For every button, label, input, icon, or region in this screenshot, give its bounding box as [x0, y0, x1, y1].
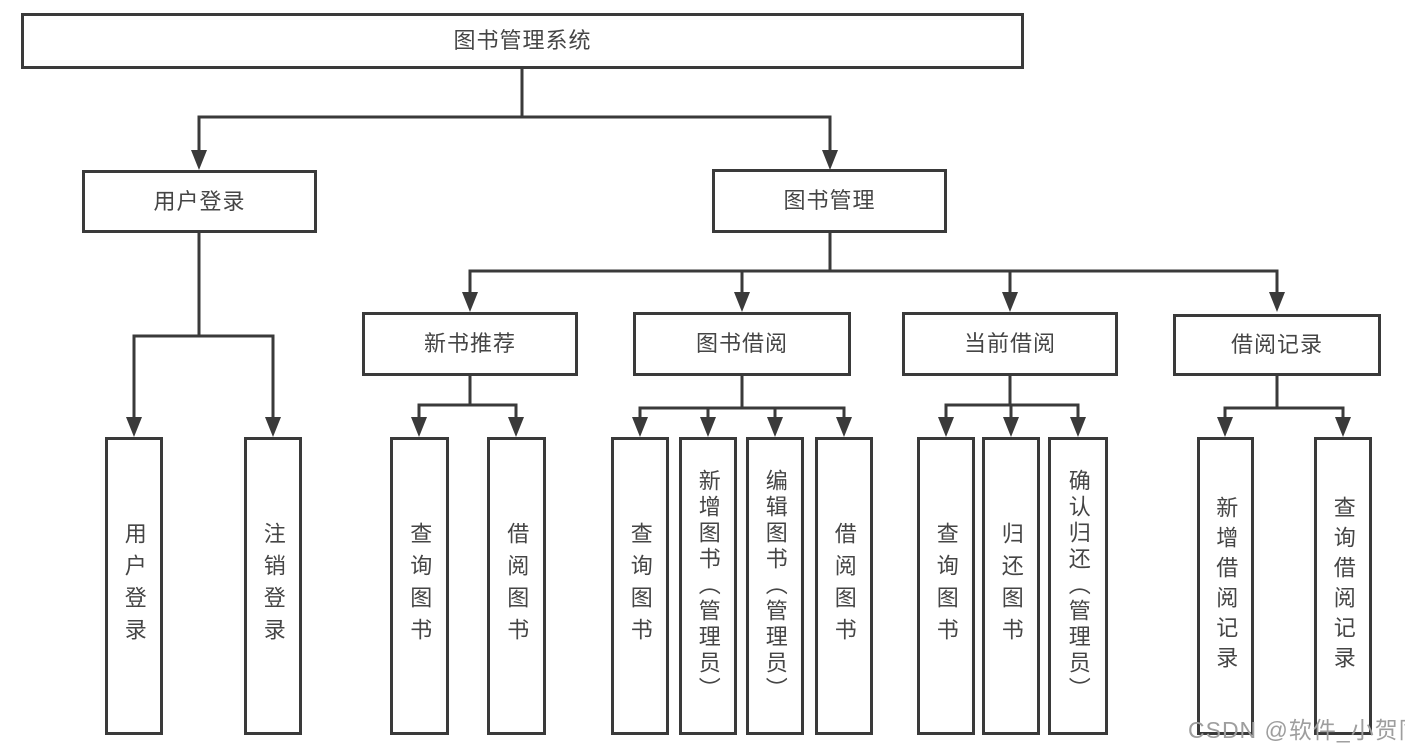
arrowhead-icon — [1335, 417, 1351, 437]
node-label: 查询借阅记录 — [1330, 496, 1356, 676]
node-user-login: 用户登录 — [105, 437, 163, 735]
node-label: 查询图书 — [933, 522, 959, 650]
node-label: 用户登录 — [153, 188, 246, 214]
connector-current-borrow — [944, 374, 1080, 407]
connector-user-login-group — [132, 231, 275, 338]
arrowhead-icon — [462, 292, 478, 312]
node-query-books-1: 查询图书 — [390, 437, 449, 735]
connector-system-root — [197, 67, 832, 119]
node-label: 图书管理 — [783, 188, 876, 214]
node-label: 新增借阅记录 — [1213, 496, 1239, 676]
node-query-books-2: 查询图书 — [611, 437, 669, 735]
node-system-root: 图书管理系统 — [21, 13, 1024, 69]
node-return-books: 归还图书 — [982, 437, 1040, 735]
node-confirm-return-admin: 确认归还（管理员） — [1048, 437, 1108, 735]
node-label: 归还图书 — [998, 522, 1024, 650]
node-label: 借阅记录 — [1230, 332, 1323, 358]
node-borrow-records: 借阅记录 — [1173, 314, 1381, 376]
node-label: 借阅图书 — [504, 522, 530, 650]
node-new-book-recommend: 新书推荐 — [362, 312, 578, 376]
node-label: 查询图书 — [407, 522, 433, 650]
node-user-login-group: 用户登录 — [82, 170, 317, 233]
arrowhead-icon — [836, 417, 852, 437]
arrowhead-icon — [411, 417, 427, 437]
node-book-borrow: 图书借阅 — [633, 312, 851, 376]
node-label: 新书推荐 — [423, 331, 516, 357]
arrowhead-icon — [191, 150, 207, 170]
node-label: 当前借阅 — [963, 331, 1056, 357]
connector-borrow-records — [1223, 374, 1345, 410]
node-label: 用户登录 — [121, 522, 147, 650]
connector-book-management — [468, 231, 1279, 273]
arrowhead-icon — [632, 417, 648, 437]
arrowhead-icon — [508, 417, 524, 437]
connector-book-borrow — [638, 374, 846, 410]
node-label: 编辑图书（管理员） — [762, 469, 788, 703]
arrowhead-icon — [126, 417, 142, 437]
node-query-borrow-record: 查询借阅记录 — [1314, 437, 1372, 735]
node-label: 图书借阅 — [695, 331, 788, 357]
arrowhead-icon — [767, 417, 783, 437]
node-label: 借阅图书 — [831, 522, 857, 650]
node-book-management: 图书管理 — [712, 169, 947, 233]
arrowhead-icon — [1217, 417, 1233, 437]
node-add-books-admin: 新增图书（管理员） — [679, 437, 737, 735]
node-logout: 注销登录 — [244, 437, 302, 735]
arrowhead-icon — [265, 417, 281, 437]
arrowhead-icon — [1002, 292, 1018, 312]
arrowhead-icon — [1070, 417, 1086, 437]
node-borrow-books-1: 借阅图书 — [487, 437, 546, 735]
arrowhead-icon — [700, 417, 716, 437]
node-label: 确认归还（管理员） — [1065, 469, 1091, 703]
watermark: CSDN @软件_小贺同学 — [1188, 717, 1405, 743]
arrowhead-icon — [822, 150, 838, 170]
arrowhead-icon — [1269, 292, 1285, 312]
node-query-books-3: 查询图书 — [917, 437, 975, 735]
node-borrow-books-2: 借阅图书 — [815, 437, 873, 735]
node-current-borrow: 当前借阅 — [902, 312, 1118, 376]
arrowhead-icon — [938, 417, 954, 437]
node-label: 注销登录 — [260, 522, 286, 650]
node-label: 图书管理系统 — [453, 28, 592, 54]
node-add-borrow-record: 新增借阅记录 — [1197, 437, 1254, 735]
node-label: 新增图书（管理员） — [695, 469, 721, 703]
node-edit-books-admin: 编辑图书（管理员） — [746, 437, 804, 735]
arrowhead-icon — [734, 292, 750, 312]
node-label: 查询图书 — [627, 522, 653, 650]
connector-new-book-recommend — [417, 374, 518, 407]
arrowhead-icon — [1003, 417, 1019, 437]
